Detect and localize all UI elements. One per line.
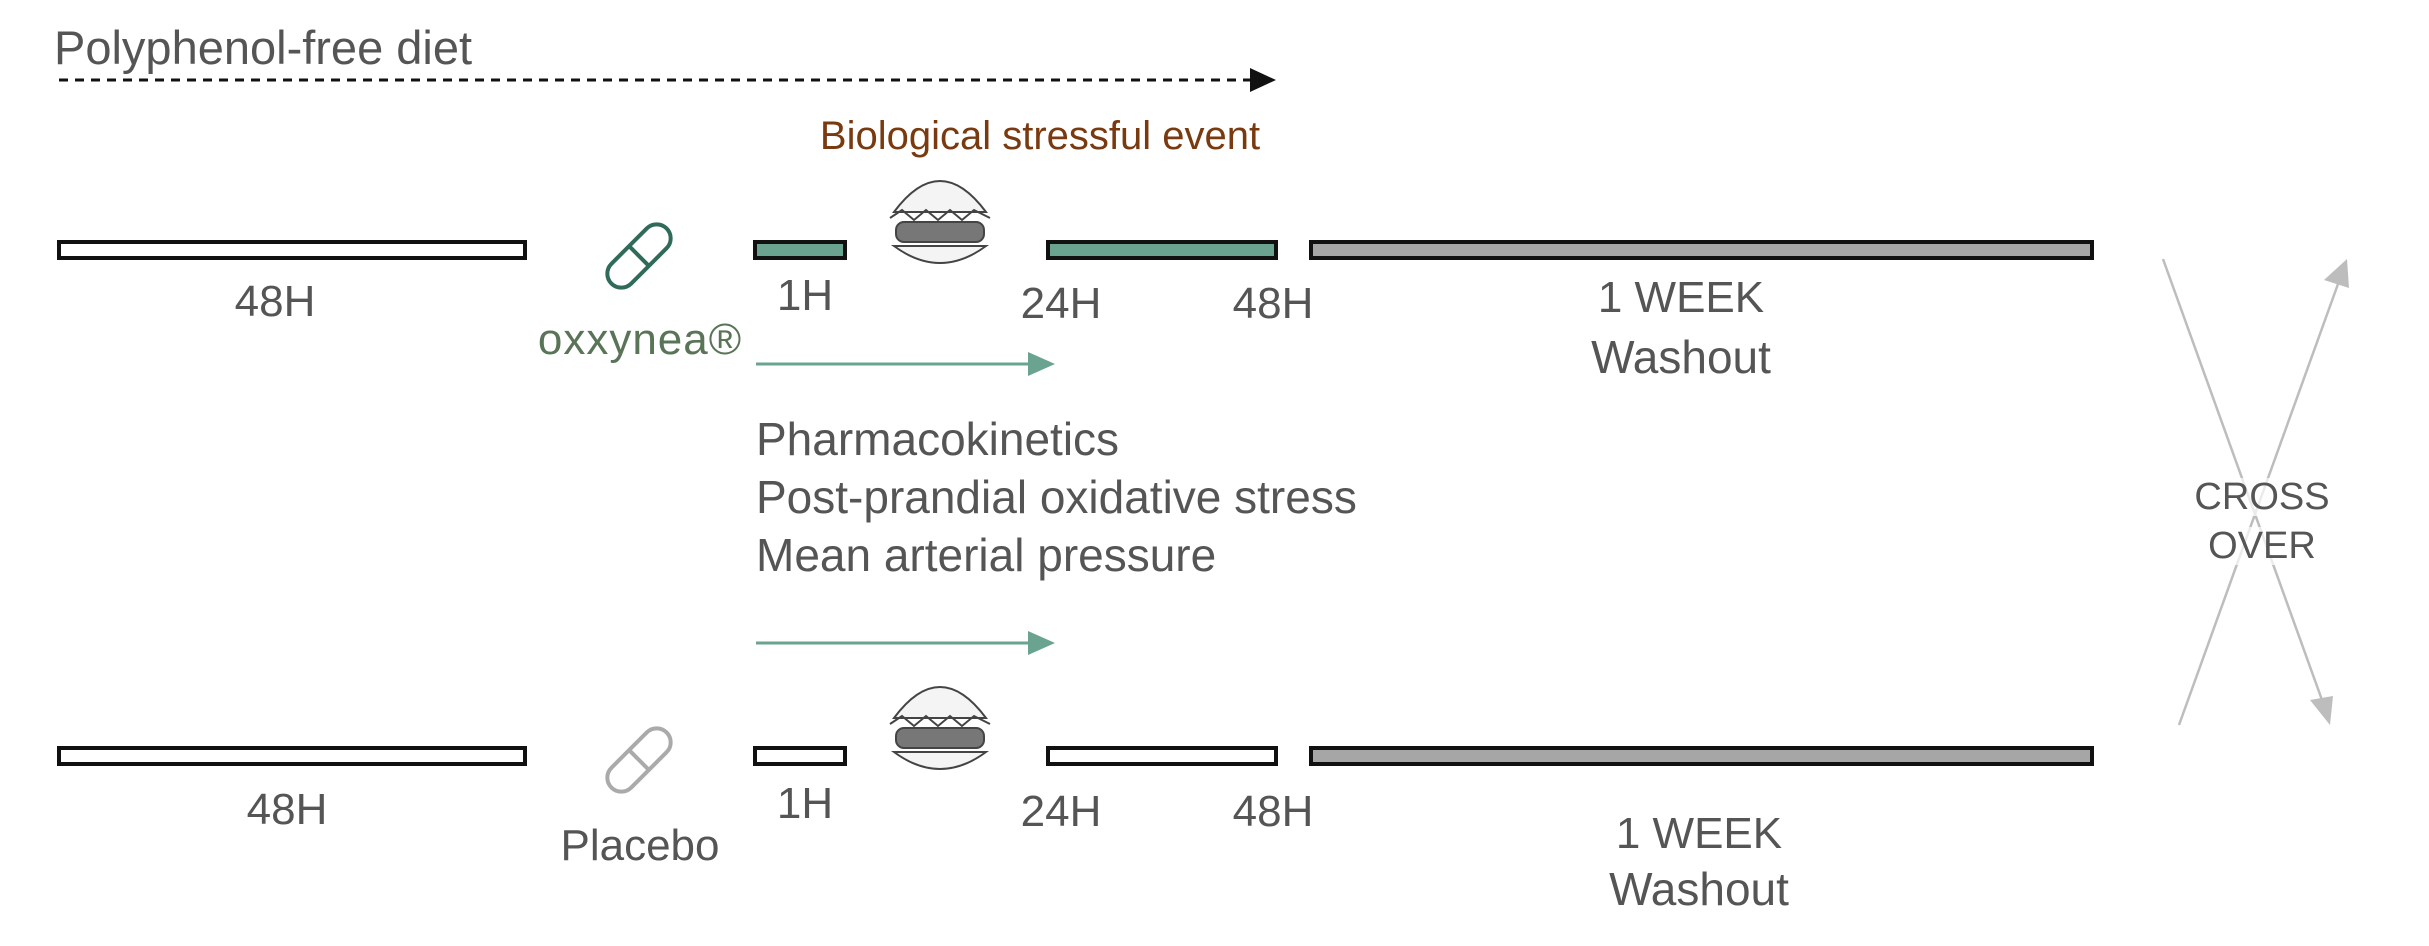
arm2-24h-label: 24H — [1020, 787, 1102, 836]
arm2-run-in-label: 48H — [246, 785, 328, 834]
arm1-1h-label: 1H — [776, 271, 834, 320]
outcome-item: Pharmacokinetics — [756, 413, 1120, 465]
event-label: Biological stressful event — [819, 114, 1261, 158]
arm1-1h-bar — [753, 240, 847, 260]
arm2-washout-label: Washout — [1609, 863, 1789, 915]
placebo-pill-icon — [605, 726, 673, 794]
burger-icon — [889, 180, 991, 264]
arm2-48h-label: 48H — [1232, 787, 1314, 836]
arm2-1h-bar — [753, 746, 847, 766]
arm1-48h-label: 48H — [1232, 279, 1314, 328]
pill-icon — [605, 222, 673, 290]
arm2-24-48h-bar — [1046, 746, 1278, 766]
arm2-washout-duration: 1 WEEK — [1615, 809, 1783, 858]
arm1-washout-bar — [1309, 240, 2094, 260]
arm2-run-in-bar — [57, 746, 527, 766]
outcome-item: Mean arterial pressure — [756, 529, 1217, 581]
arm1-run-in-bar — [57, 240, 527, 260]
arm2-1h-label: 1H — [776, 779, 834, 828]
arm1-24-48h-bar — [1046, 240, 1278, 260]
arm1-washout-label: Washout — [1591, 331, 1771, 383]
oxxynea-logo: oxxynea® — [537, 315, 743, 364]
diet-label: Polyphenol-free diet — [54, 21, 473, 74]
crossover-label-line2: OVER — [2208, 525, 2316, 567]
arm2-washout-bar — [1309, 746, 2094, 766]
placebo-label: Placebo — [560, 821, 720, 870]
arm1-run-in-label: 48H — [234, 277, 316, 326]
crossover-label-line1: CROSS — [2194, 476, 2330, 518]
arm1-24h-label: 24H — [1020, 279, 1102, 328]
outcome-item: Post-prandial oxidative stress — [756, 471, 1357, 523]
burger-icon — [889, 686, 991, 770]
arm1-washout-duration: 1 WEEK — [1597, 273, 1765, 322]
